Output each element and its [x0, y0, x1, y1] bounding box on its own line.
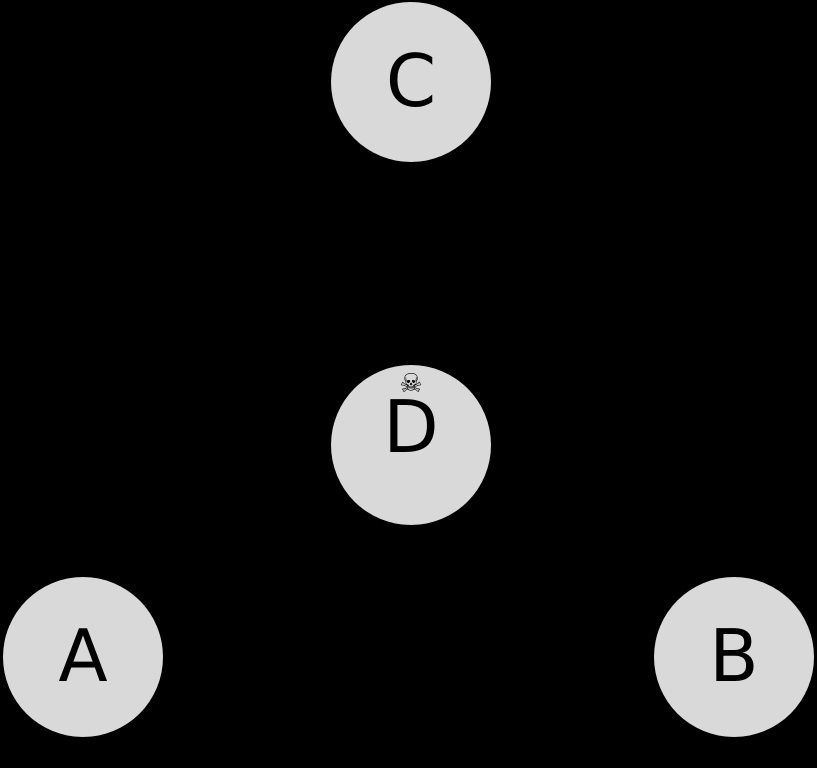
graph-node-d-label: D	[383, 385, 439, 469]
graph-node-a-label: A	[58, 614, 108, 699]
graph-node-d[interactable]: ☠ D	[331, 365, 491, 525]
skull-and-crossbones-icon: ☠	[399, 369, 423, 399]
graph-node-c[interactable]: C	[331, 2, 491, 162]
graph-node-b[interactable]: B	[654, 577, 814, 737]
graph-node-c-label: C	[385, 39, 437, 124]
graph-node-b-label: B	[709, 614, 759, 699]
graph-node-a[interactable]: A	[3, 577, 163, 737]
